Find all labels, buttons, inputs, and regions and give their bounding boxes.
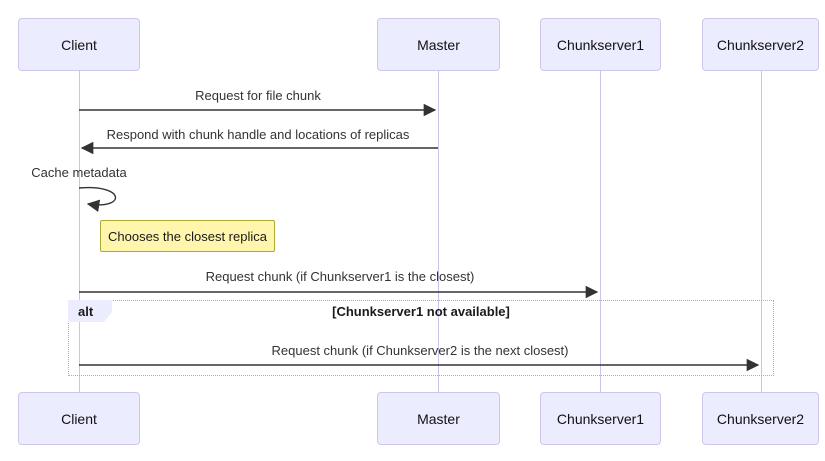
actor-label: Chunkserver2 (716, 410, 805, 427)
alt-fragment-condition: [Chunkserver1 not available] (332, 304, 510, 319)
actor-label: Client (61, 36, 97, 53)
actor-chunkserver1-bottom: Chunkserver1 (540, 392, 661, 445)
message-respond-chunk-handle: Respond with chunk handle and locations … (106, 127, 410, 142)
arrow-cache-metadata-self-loop (78, 186, 117, 212)
actor-label: Chunkserver1 (556, 36, 645, 53)
actor-label: Chunkserver2 (716, 36, 805, 53)
note-chooses-closest-replica: Chooses the closest replica (100, 220, 275, 252)
message-request-chunk-cs1: Request chunk (if Chunkserver1 is the cl… (205, 269, 475, 284)
actor-chunkserver1-top: Chunkserver1 (540, 18, 661, 71)
actor-label: Master (417, 36, 460, 53)
alt-fragment: alt [Chunkserver1 not available] (68, 300, 774, 376)
message-request-chunk-cs2: Request chunk (if Chunkserver2 is the ne… (271, 343, 569, 358)
actor-client-top: Client (18, 18, 140, 71)
note-text: Chooses the closest replica (108, 228, 267, 244)
message-request-file-chunk: Request for file chunk (195, 88, 321, 103)
lifeline-client (79, 71, 80, 392)
message-cache-metadata: Cache metadata (31, 165, 127, 180)
lifeline-chunkserver2 (761, 71, 762, 392)
actor-master-top: Master (377, 18, 500, 71)
actor-label: Master (417, 410, 460, 427)
alt-fragment-label: alt (68, 300, 112, 322)
actor-chunkserver2-bottom: Chunkserver2 (702, 392, 819, 445)
lifeline-master (438, 71, 439, 392)
actor-client-bottom: Client (18, 392, 140, 445)
actor-chunkserver2-top: Chunkserver2 (702, 18, 819, 71)
actor-label: Chunkserver1 (556, 410, 645, 427)
actor-label: Client (61, 410, 97, 427)
lifeline-chunkserver1 (600, 71, 601, 392)
actor-master-bottom: Master (377, 392, 500, 445)
